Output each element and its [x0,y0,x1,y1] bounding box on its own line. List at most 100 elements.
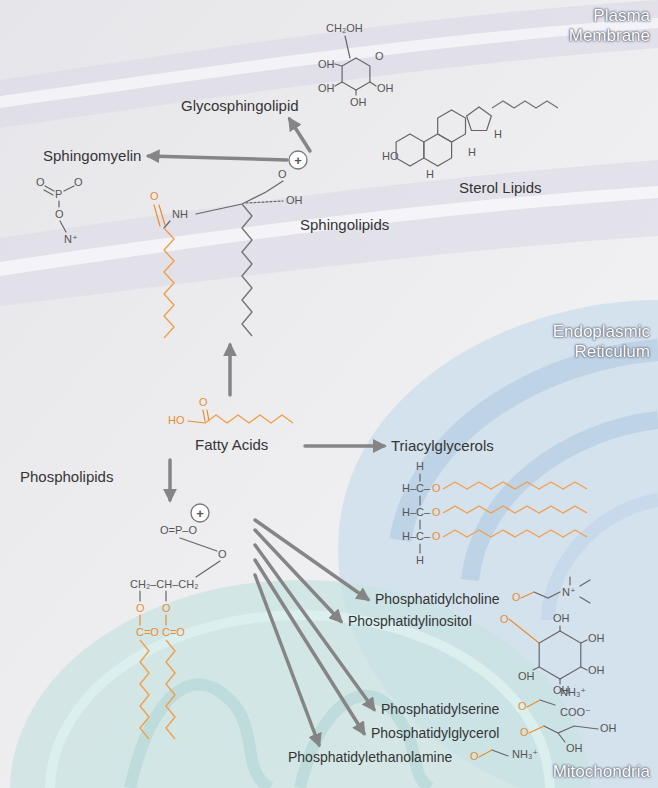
atom-label: O [518,700,527,713]
organelle-label: Endoplasmic Reticulum [530,322,650,362]
flow-arrow [148,156,287,160]
atom-label: O [432,506,441,519]
carbon-chain [443,506,587,513]
mitochondrion [10,580,590,788]
ring-outline [396,134,424,166]
ring-structures [342,58,581,679]
organelle-label: Mitochondria [530,762,650,782]
atom-label: H [416,460,424,473]
atom-label: CH₂–CH–CH₂ [130,578,198,591]
atom-label: NH [172,208,188,221]
lipid-class-label: Glycosphingolipid [178,96,302,116]
atom-label: O [36,176,45,189]
atom-label: P [55,188,62,201]
atom-label: OH [350,96,367,109]
flow-arrow [290,119,310,151]
atom-label: H [426,168,434,181]
atom-label: H [468,146,476,159]
atom-label: HO [382,150,399,163]
attachment-circle [289,151,307,169]
atom-label: OH [553,612,570,625]
atom-label: C=O [136,626,159,639]
phospholipid-label: Phosphatidylethanolamine [285,748,455,767]
lipid-class-group: Phospholipids [125,500,255,750]
flow-arrow [305,444,384,448]
phospholipid-label: Phosphatidylserine [378,700,502,719]
attachment-circle [191,504,209,522]
endoplasmic-reticulum [338,300,658,788]
node-text: Fatty Acids [195,436,268,454]
atom-label: O [218,548,227,561]
lipid-class-group: Fatty Acids [160,395,305,460]
atom-label: O=P–O [160,524,197,537]
atom-label: HO [168,414,185,427]
node-text: Glycosphingolipid [181,97,299,114]
atom-label: O [520,726,529,739]
atom-label: OH [377,82,394,95]
node-text: Phosphatidylserine [381,701,499,717]
carbon-chain [443,530,587,537]
carbon-chain [166,640,175,739]
atom-label: H–C– [402,530,430,543]
ring-outline [424,134,452,166]
node-text: Sphingolipids [300,216,389,234]
lipid-class-label: Sphingomyelin [40,146,144,166]
node-text: Sterol Lipids [459,179,542,196]
atom-label: OH [318,82,335,95]
atom-label: H [494,128,502,141]
atom-label: OH [518,670,535,683]
atom-label: O [432,530,441,543]
carbon-chain [242,204,252,336]
phospholipid-label: Phosphatidylcholine [372,590,503,609]
ring-outline [539,631,581,679]
atom-label: O [500,613,509,626]
atom-label: O [136,602,145,615]
atom-label: + [294,154,302,167]
atom-label: OH [286,194,303,207]
atom-label: H–C– [402,482,430,495]
atom-label: O [278,168,287,181]
carbon-chain [492,101,558,108]
atom-label: OH [600,722,617,735]
atom-label: + [196,507,204,520]
organelle-label: Plasma Membrane [530,6,650,46]
lipid-class-label: Sterol Lipids [456,178,545,198]
atom-label: N⁺ [562,586,576,599]
flow-arrow [255,575,319,745]
atom-label: H [416,554,424,567]
phospholipid-label: Phosphatidylglycerol [368,724,502,743]
atom-label: O [375,50,384,63]
node-text: Phosphatidylethanolamine [288,749,452,765]
atom-label: O [150,190,159,203]
atom-label: O [74,176,83,189]
flow-arrow [255,560,364,734]
node-text: Phosphatidylglycerol [371,725,499,741]
atom-label: NH₃⁺ [512,748,538,761]
flow-arrow [228,345,232,395]
atom-label: NH₃⁺ [560,686,586,699]
atom-label: OH [318,58,335,71]
atom-label: COO⁻ [560,706,591,719]
atom-label: OH [588,632,605,645]
atom-label: O [432,482,441,495]
bond-lines [44,36,598,757]
carbon-chain [164,228,174,338]
atom-label: OH [588,664,605,677]
atom-label: C=O [162,626,185,639]
atom-label: O [55,208,64,221]
flow-arrow [168,460,172,500]
node-text: Sphingomyelin [43,147,141,164]
ring-outline [467,107,492,131]
carbon-chain [205,415,293,423]
carbon-chains [140,101,587,739]
atom-label: O [512,591,521,604]
atom-label: O [199,396,208,409]
atom-label: H–C– [402,506,430,519]
node-text: Phospholipids [20,468,113,486]
ring-outline [438,110,466,142]
ring-outline [342,58,370,90]
carbon-chain [443,482,587,489]
